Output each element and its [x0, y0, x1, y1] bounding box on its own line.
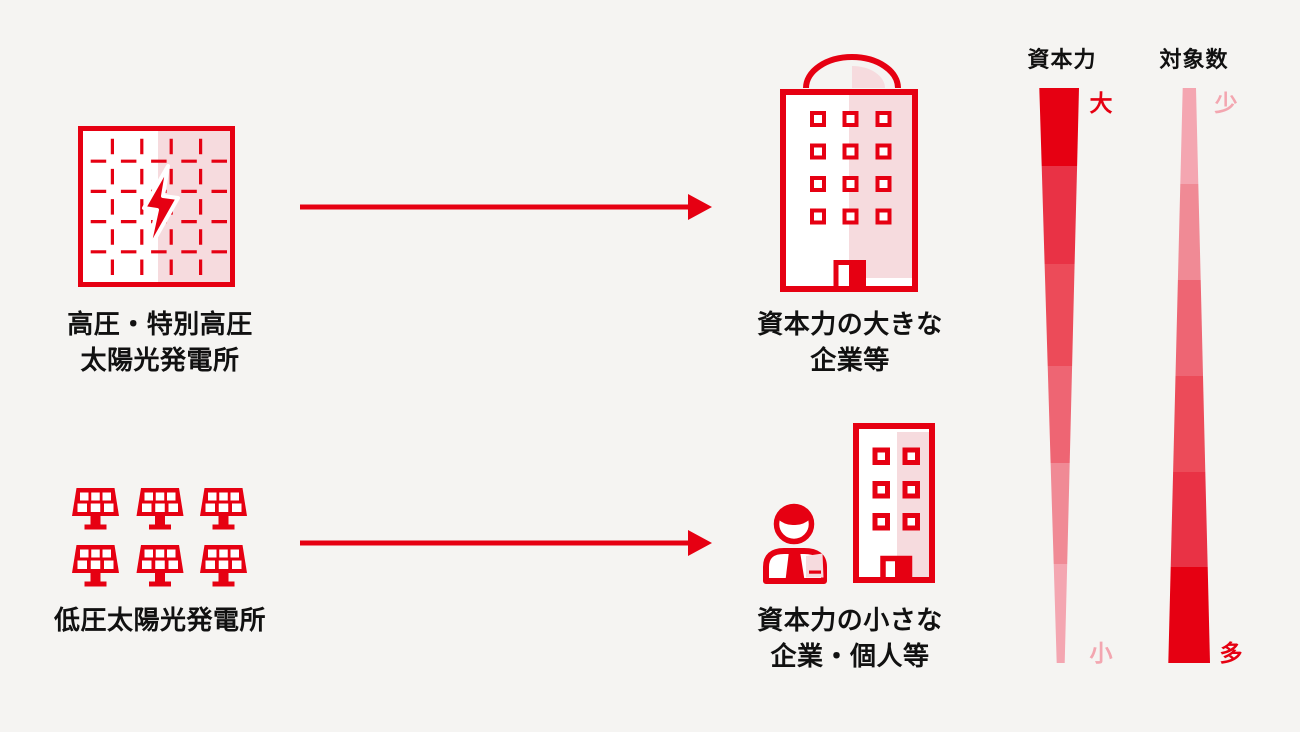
small-building-icon	[853, 423, 935, 583]
arrow-top	[300, 194, 712, 220]
high-voltage-solar-plant-icon	[78, 126, 235, 287]
scale-bar-segment	[1050, 463, 1070, 564]
capital-small-label: 小	[1089, 640, 1113, 666]
label-small-company: 資本力の小さな 企業・個人等	[720, 602, 980, 674]
scale-bar-segment	[1053, 564, 1068, 663]
label-line: 高圧・特別高圧	[67, 309, 253, 339]
scale-bar-segment	[1180, 88, 1199, 184]
capital-large-label: 大	[1089, 90, 1113, 116]
scale-bar-segment	[1175, 280, 1203, 376]
label-line: 低圧太陽光発電所	[53, 605, 266, 635]
scale-bar-segment	[1041, 166, 1078, 264]
arrow-bottom	[300, 530, 712, 556]
tie-icon	[785, 551, 805, 580]
label-line: 太陽光発電所	[80, 345, 240, 375]
label-line: 企業・個人等	[770, 641, 930, 671]
target-count-scale-title: 対象数	[1159, 47, 1229, 72]
scale-bar-segment	[1047, 366, 1073, 463]
scale-bar-segment	[1173, 376, 1206, 472]
scale-bar-segment	[1177, 184, 1201, 280]
count-many-label: 多	[1219, 640, 1243, 666]
capital-scale-title: 資本力	[1027, 47, 1097, 72]
label-line: 資本力の小さな	[757, 605, 943, 635]
scale-bars	[1039, 88, 1210, 663]
capital-scale-bar	[1039, 88, 1079, 663]
target-count-scale-bar	[1168, 88, 1210, 663]
scale-bar-segment	[1039, 88, 1079, 166]
low-voltage-solar-panels-icon	[72, 488, 247, 587]
scale-bar-segment	[1170, 472, 1208, 567]
scale-bar-segment	[1168, 567, 1210, 663]
label-line: 企業等	[810, 345, 890, 375]
business-person-icon	[763, 503, 827, 584]
label-low-voltage-plant: 低圧太陽光発電所	[30, 602, 290, 638]
lightning-bolt-icon	[142, 164, 180, 253]
count-few-label: 少	[1214, 90, 1238, 116]
label-line: 資本力の大きな	[757, 309, 943, 339]
small-company-person-icon	[763, 423, 935, 584]
scale-bar-segment	[1044, 264, 1075, 366]
label-large-company: 資本力の大きな 企業等	[720, 306, 980, 378]
label-high-voltage-plant: 高圧・特別高圧 太陽光発電所	[30, 306, 290, 378]
large-company-building-icon	[780, 54, 918, 292]
